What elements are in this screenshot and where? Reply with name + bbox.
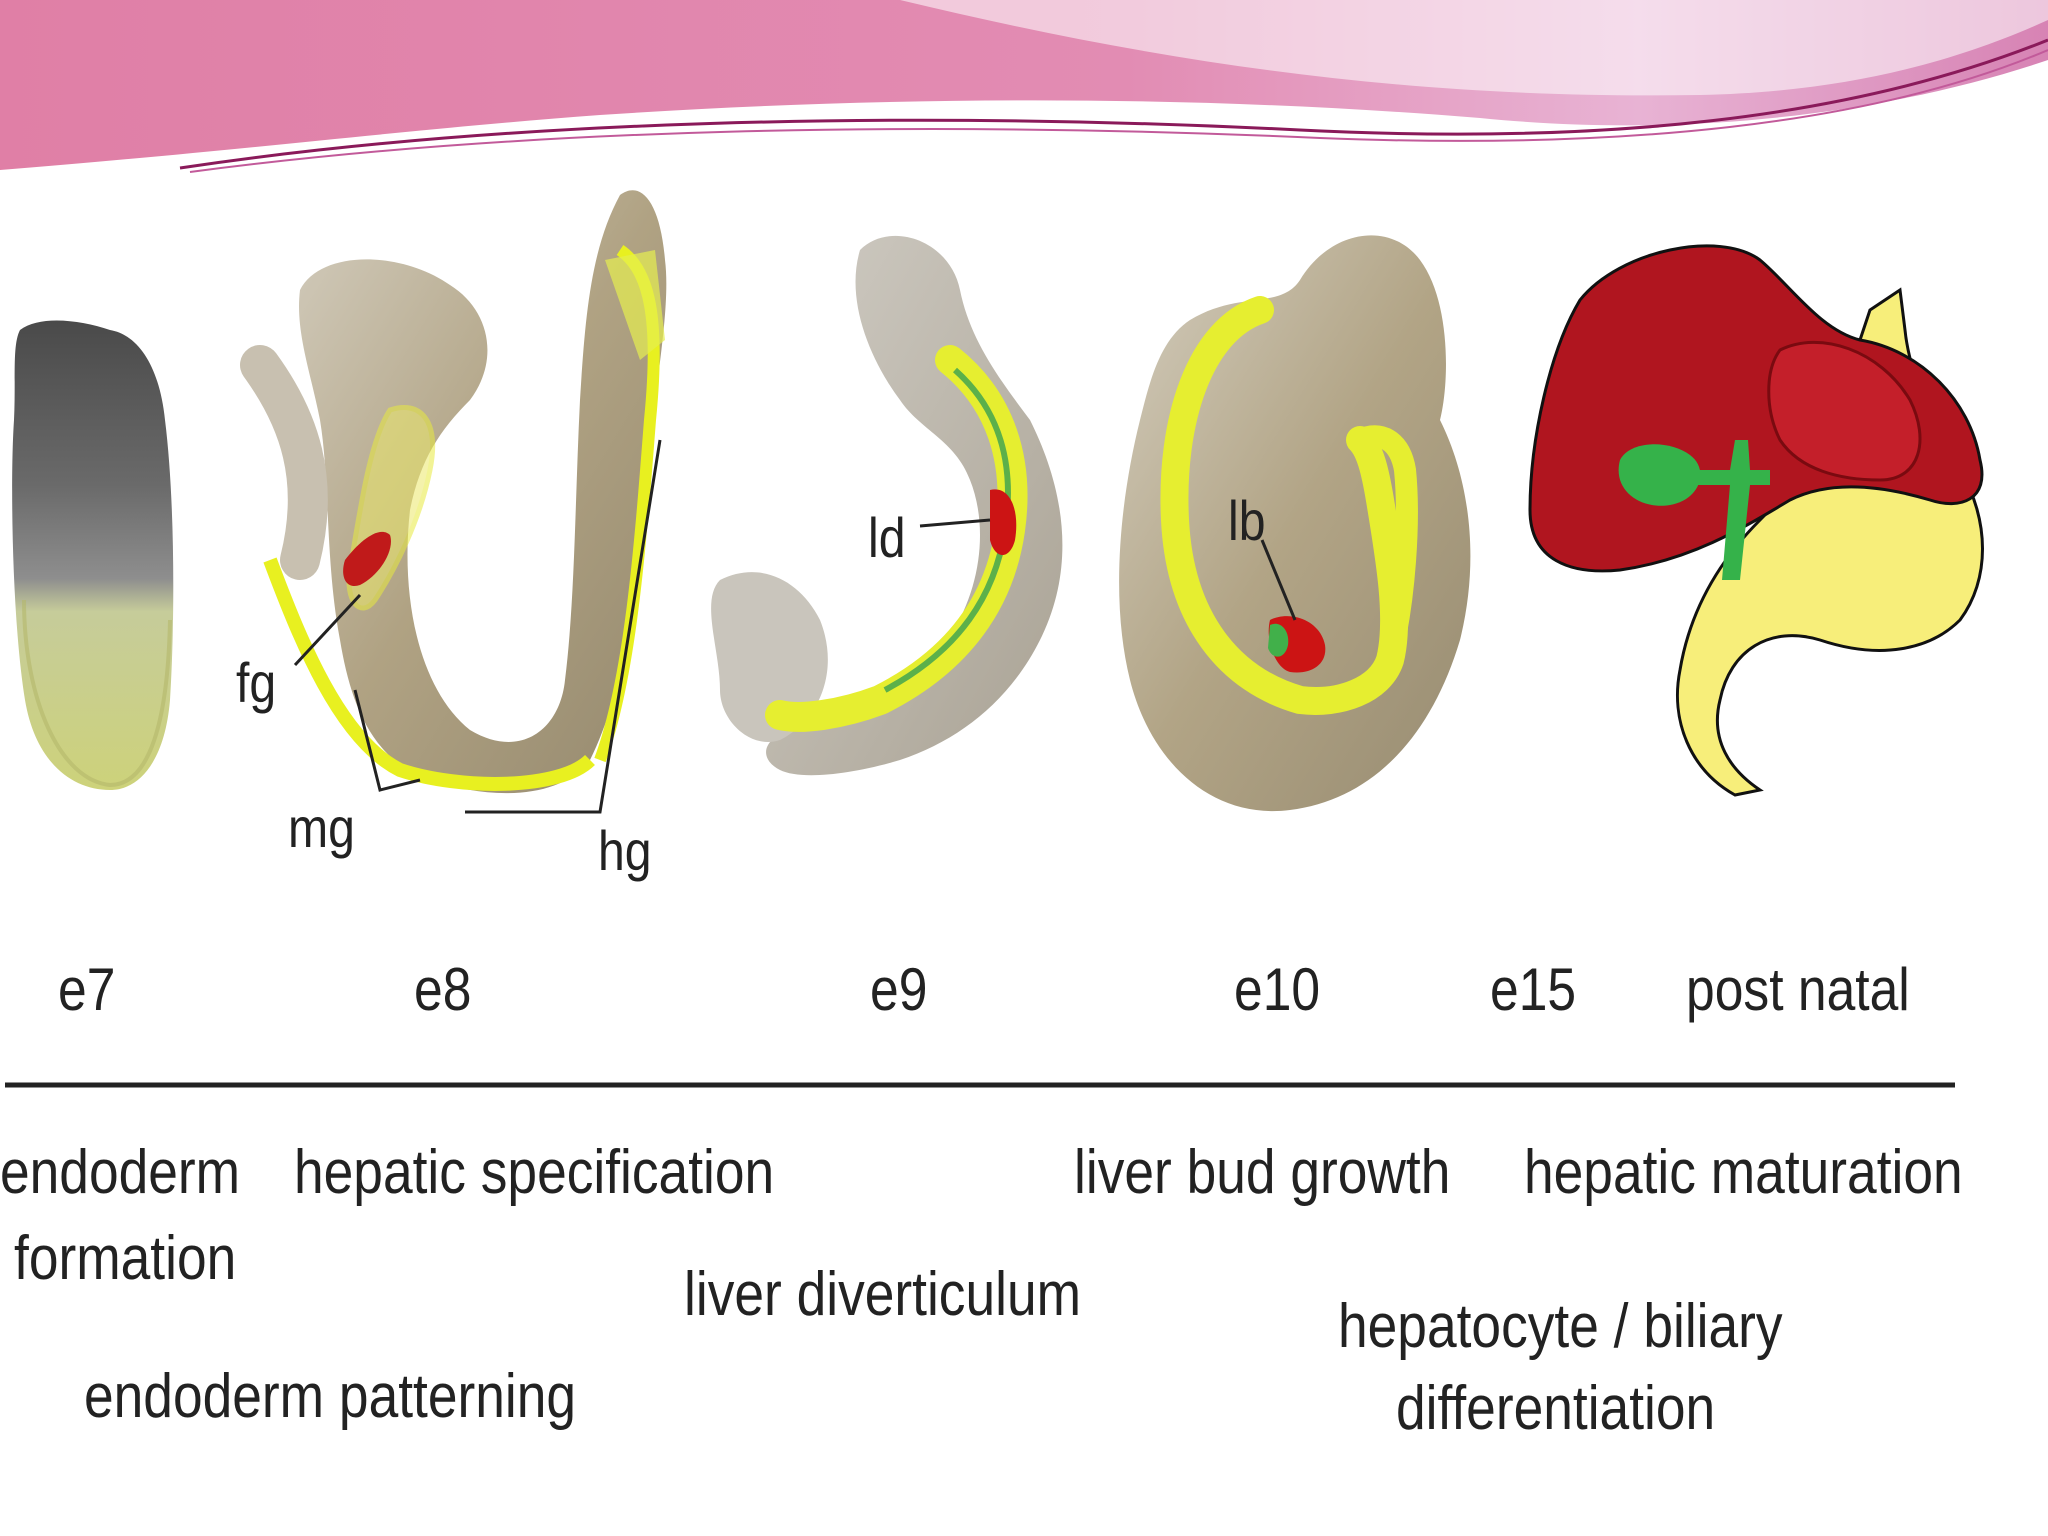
postnatal-liver: [1528, 244, 1984, 797]
process-endoderm-patterning: endoderm patterning: [84, 1362, 577, 1431]
label-fg: fg: [236, 651, 277, 714]
e10-embryo: [1119, 235, 1471, 812]
process-liver-bud-growth: liver bud growth: [1074, 1138, 1451, 1207]
label-lb: lb: [1228, 489, 1266, 552]
stage-post-natal: post natal: [1686, 956, 1910, 1023]
label-hg: hg: [598, 819, 652, 882]
e8-embryo: [240, 190, 667, 814]
process-endoderm-formation-line1: endoderm: [0, 1138, 241, 1207]
stage-e7: e7: [58, 956, 116, 1023]
e7-embryo: [12, 320, 174, 790]
process-hepatocyte-biliary-line1: hepatocyte / biliary: [1338, 1292, 1783, 1361]
stage-e15: e15: [1490, 956, 1577, 1023]
e9-embryo: [711, 235, 1063, 776]
process-liver-diverticulum: liver diverticulum: [684, 1260, 1082, 1329]
header-banner: [0, 0, 2048, 173]
label-ld: ld: [868, 506, 906, 569]
stage-e10: e10: [1234, 956, 1321, 1023]
process-endoderm-formation-line2: formation: [14, 1224, 237, 1293]
process-hepatic-specification: hepatic specification: [294, 1138, 775, 1207]
label-mg: mg: [288, 796, 355, 859]
stage-e8: e8: [414, 956, 472, 1023]
process-hepatocyte-biliary-line2: differentiation: [1396, 1374, 1716, 1443]
process-hepatic-maturation: hepatic maturation: [1524, 1138, 1963, 1207]
stage-e9: e9: [870, 956, 928, 1023]
